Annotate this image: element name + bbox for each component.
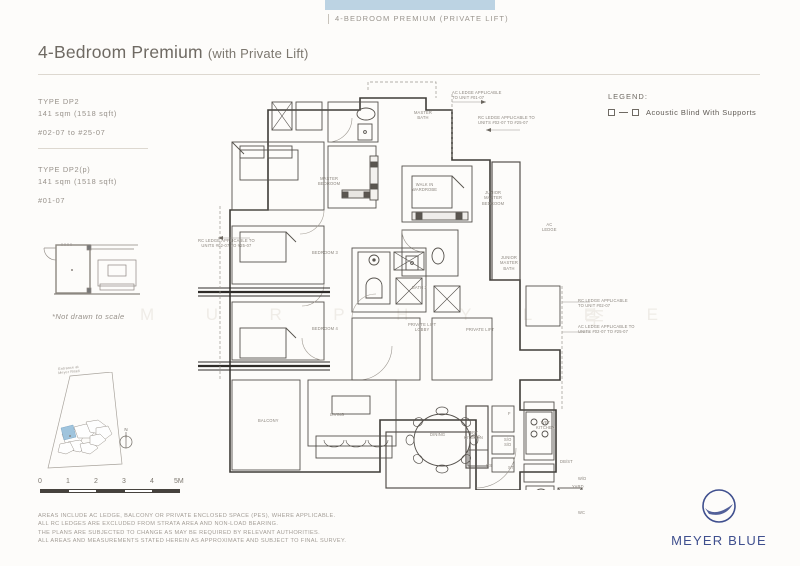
scale-bar-ticks: 0 1 2 3 4 5M <box>38 478 188 487</box>
unit-type-2: TYPE DP2(p) <box>38 165 91 174</box>
room-label-private-lift: PRIVATE LIFT <box>466 327 495 332</box>
scale-bar: 0 1 2 3 4 5M <box>38 478 188 493</box>
unit-range-1: #02-07 to #25-07 <box>38 128 106 137</box>
unit-type-1: TYPE DP2 <box>38 97 80 106</box>
page-title: 4-Bedroom Premium (with Private Lift) <box>38 42 309 63</box>
scale-tick-0: 0 <box>38 478 42 485</box>
unit-info-block-2: TYPE DP2(p) 141 sqm (1518 sqft) <box>38 164 117 187</box>
room-label-living: LIVING <box>330 412 345 417</box>
room-label-bath-3: BATH 3 <box>412 285 427 290</box>
unit-area-2: 141 sqm (1518 sqft) <box>38 176 118 186</box>
scale-bar-graphic <box>38 489 188 493</box>
meyer-blue-mark-icon <box>702 489 736 523</box>
legend-title: LEGEND: <box>608 92 648 101</box>
scale-tick-4: 4 <box>150 478 154 485</box>
square-icon <box>608 109 615 116</box>
room-label-wc: WC <box>578 510 586 515</box>
scale-tick-2: 2 <box>94 478 98 485</box>
room-label-yard: YARD <box>572 484 584 489</box>
brand-name: MEYER BLUE <box>671 533 767 548</box>
top-banner-bar <box>325 0 495 10</box>
inset-caption: *Not drawn to scale <box>52 312 125 321</box>
scale-tick-1: 1 <box>66 478 70 485</box>
line-icon <box>619 112 628 113</box>
disclaimer-line: ALL AREAS AND MEASUREMENTS STATED HEREIN… <box>38 538 347 545</box>
disclaimer-text: AREAS INCLUDE AC LEDGE, BALCONY OR PRIVA… <box>38 512 346 546</box>
unit-info-block-1: TYPE DP2 141 sqm (1518 sqft) <box>38 96 117 119</box>
title-divider <box>38 74 760 75</box>
disclaimer-line: ALL RC LEDGES ARE EXCLUDED FROM STRATA A… <box>38 521 279 528</box>
room-label-dining: DINING <box>430 432 446 437</box>
brand-logo: MEYER BLUE <box>664 486 774 548</box>
room-label-st: ST <box>508 465 514 470</box>
square-icon <box>632 109 639 116</box>
watermark-letter: M <box>140 305 157 324</box>
unit-area-1: 141 sqm (1518 sqft) <box>38 108 118 118</box>
disclaimer-line: AREAS INCLUDE AC LEDGE, BALCONY OR PRIVA… <box>38 513 336 519</box>
legend-item-label: Acoustic Blind With Supports <box>646 108 757 117</box>
watermark-cjk: 李 <box>585 308 605 329</box>
room-label-fridge: F <box>508 411 511 416</box>
room-label-bedroom-3: BEDROOM 3 <box>312 250 338 255</box>
disclaimer-line: THE PLANS ARE SUBJECTED TO CHANGE AS MAY… <box>38 529 321 536</box>
page-title-main: 4-Bedroom Premium <box>38 42 203 62</box>
floor-plan-drawing <box>190 80 620 490</box>
room-label-w-d: W/D <box>578 476 587 481</box>
top-banner-label: 4-BEDROOM PREMIUM (PRIVATE LIFT) <box>328 14 509 24</box>
not-to-scale-inset-diagram <box>42 240 162 302</box>
room-label-hs: HS <box>486 463 492 468</box>
scale-tick-3: 3 <box>122 478 126 485</box>
unit-range-2: #01-07 <box>38 196 66 205</box>
svg-text:N: N <box>124 427 127 432</box>
legend-item-acoustic-blind: Acoustic Blind With Supports <box>608 108 756 117</box>
compass-icon: N <box>116 424 136 452</box>
room-label-balcony: BALCONY <box>258 418 279 423</box>
room-label-w-c: W/C <box>472 434 481 439</box>
legend: LEGEND: Acoustic Blind With Supports <box>608 92 756 117</box>
page-title-sub: (with Private Lift) <box>207 46 309 61</box>
room-label-db-st: DB/ST <box>560 459 573 464</box>
unit-info-divider <box>38 148 148 149</box>
scale-tick-5: 5M <box>174 478 184 485</box>
watermark-letter: E <box>646 305 660 324</box>
room-label-bedroom-4: BEDROOM 4 <box>312 326 338 331</box>
site-key-plan <box>40 371 190 472</box>
